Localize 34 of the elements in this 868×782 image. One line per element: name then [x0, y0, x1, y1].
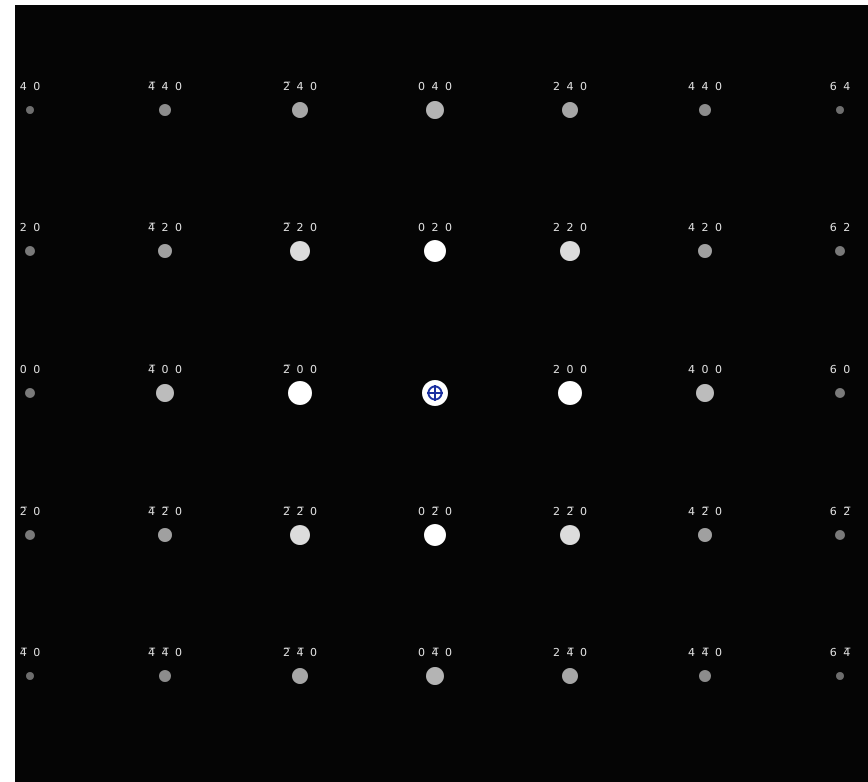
miller-index-label: 2 4̅ 0: [553, 646, 587, 660]
miller-index-label: 4 4̅ 0: [688, 646, 722, 660]
miller-index-label: 2 0: [20, 221, 40, 235]
miller-index-label: 2̅ 0 0: [283, 363, 317, 377]
miller-index-label: 4 0 0: [688, 363, 722, 377]
miller-index-label: 2 2 0: [553, 221, 587, 235]
miller-index-label: 2̅ 2̅ 0: [283, 505, 317, 519]
miller-index-label: 0 2 0: [418, 221, 452, 235]
miller-index-label: 2 0 0: [553, 363, 587, 377]
miller-index-label: 0 4̅ 0: [418, 646, 452, 660]
miller-index-label: 6 4: [830, 80, 850, 94]
miller-index-label: 4 4 0: [688, 80, 722, 94]
miller-index-label: 4̅ 4̅ 0: [148, 646, 182, 660]
miller-index-label: 4̅ 0 0: [148, 363, 182, 377]
miller-index-label: 4̅ 0: [20, 646, 40, 660]
miller-index-label: 4̅ 2̅ 0: [148, 505, 182, 519]
miller-index-label: 0 0: [20, 363, 40, 377]
miller-index-label: 4 2̅ 0: [688, 505, 722, 519]
miller-index-label: 4 2 0: [688, 221, 722, 235]
miller-index-label: 6 2̅: [830, 505, 850, 519]
miller-index-label: 6 2: [830, 221, 850, 235]
miller-index-label: 2̅ 4 0: [283, 80, 317, 94]
miller-index-label: 4 0: [20, 80, 40, 94]
miller-index-label: 0 4 0: [418, 80, 452, 94]
miller-index-label: 2 2̅ 0: [553, 505, 587, 519]
miller-index-label: 6 4̅: [830, 646, 850, 660]
miller-index-label: 6 0: [830, 363, 850, 377]
miller-index-label: 2̅ 2 0: [283, 221, 317, 235]
miller-index-label: 2 4 0: [553, 80, 587, 94]
miller-index-label: 2̅ 0: [20, 505, 40, 519]
miller-index-label: 0 2̅ 0: [418, 505, 452, 519]
miller-index-label: 4̅ 2 0: [148, 221, 182, 235]
miller-index-label: 2̅ 4̅ 0: [283, 646, 317, 660]
miller-index-label: 4̅ 4 0: [148, 80, 182, 94]
